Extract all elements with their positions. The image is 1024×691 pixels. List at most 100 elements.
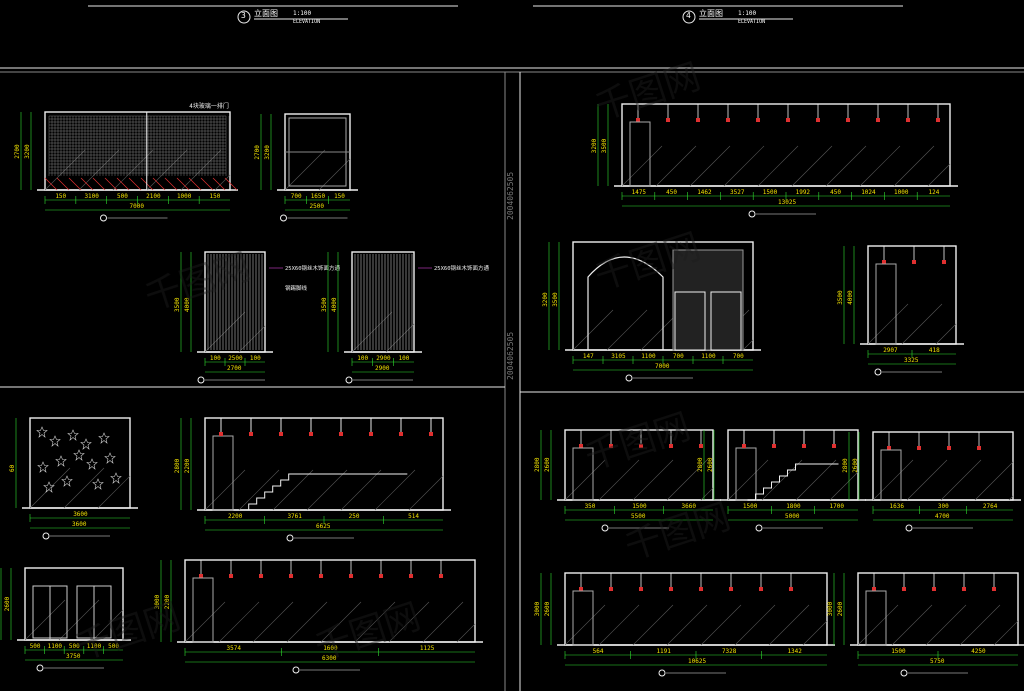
height-dim: 3500	[601, 138, 608, 153]
star-mark	[67, 429, 79, 441]
width-dim: 1500	[743, 503, 758, 510]
hatch-line	[901, 303, 943, 345]
height-dim: 4000	[331, 297, 338, 312]
base-pattern	[116, 177, 130, 191]
light-fixture	[932, 587, 936, 591]
width-dim: 100	[399, 355, 410, 362]
star-mark	[55, 455, 67, 467]
panel-outline	[44, 111, 231, 191]
star-mark	[92, 478, 104, 490]
base-pattern	[92, 177, 106, 191]
title-text: 立面图	[254, 8, 278, 18]
height-dim: 3200	[264, 145, 271, 160]
hatch-line	[29, 467, 71, 509]
panel-outline	[872, 431, 1014, 501]
width-dim: 350	[585, 503, 596, 510]
door-frame	[572, 590, 594, 646]
total-dim: 6300	[322, 655, 337, 662]
panel-outline	[29, 417, 131, 509]
width-dim: 3600	[73, 511, 88, 518]
star-mark	[36, 426, 48, 438]
star-mark	[43, 481, 55, 493]
hatch-line	[700, 487, 714, 501]
title-circle	[237, 10, 251, 24]
light-fixture	[229, 574, 233, 578]
door-frame	[735, 447, 757, 501]
hatch-line	[63, 467, 105, 509]
base-pattern	[176, 177, 190, 191]
hatch-line	[959, 604, 1001, 646]
door-frame	[572, 447, 594, 501]
hatch-line	[92, 609, 124, 641]
width-dim: 1000	[894, 189, 909, 196]
base-pattern	[104, 177, 118, 191]
elevator-door	[674, 291, 706, 351]
width-dim: 500	[30, 643, 41, 650]
light-fixture	[772, 444, 776, 448]
arch-opening	[587, 256, 664, 350]
title-caption: ELEVATION	[293, 19, 320, 25]
hatch-line	[564, 459, 606, 501]
caption-marker	[755, 524, 763, 532]
light-fixture	[912, 260, 916, 264]
light-fixture	[846, 118, 850, 122]
caption-marker	[874, 368, 882, 376]
caption-marker	[748, 210, 756, 218]
base-pattern	[200, 177, 214, 191]
title-number: 3	[241, 11, 246, 20]
hatch-line	[284, 149, 326, 191]
height-dim: 3200	[542, 292, 549, 307]
hatch-line	[666, 459, 708, 501]
light-fixture	[319, 574, 323, 578]
width-dim: 1125	[420, 645, 435, 652]
width-dim: 100	[357, 355, 368, 362]
height-dim: 3200	[591, 138, 598, 153]
light-fixture	[636, 118, 640, 122]
hatch-line	[598, 604, 640, 646]
hatch-line	[318, 158, 351, 191]
star-mark	[73, 449, 85, 461]
hatch-line	[867, 303, 909, 345]
width-dim: 3660	[682, 503, 697, 510]
light-fixture	[639, 587, 643, 591]
light-fixture	[289, 574, 293, 578]
height-dim: 2600	[707, 457, 714, 472]
hatch-line	[974, 461, 1014, 501]
hatch-line	[689, 145, 731, 187]
base-pattern	[188, 177, 202, 191]
hatch-line	[857, 604, 899, 646]
height-dim: 3500	[174, 297, 181, 312]
total-dim: 3750	[66, 653, 81, 660]
caption-marker	[905, 524, 913, 532]
hatch-line	[388, 601, 430, 643]
width-dim: 2907	[883, 347, 898, 354]
hatch-line	[598, 459, 640, 501]
hatch-line	[829, 471, 859, 501]
light-fixture	[759, 587, 763, 591]
door-frame	[865, 590, 887, 646]
height-dim: 2200	[184, 458, 191, 473]
total-dim: 13025	[778, 199, 796, 206]
hatch-line	[893, 145, 935, 187]
hatch-line	[354, 601, 396, 643]
watermarks: 千图网千图网千图网千图网千图网千图网千图网	[70, 56, 735, 668]
height-dim: 2600	[544, 601, 551, 616]
light-fixture	[399, 432, 403, 436]
light-fixture	[832, 444, 836, 448]
height-dim: 3500	[837, 290, 844, 305]
panel-outline	[564, 572, 828, 646]
hatch-line	[825, 145, 867, 187]
width-dim: 1500	[891, 648, 906, 655]
width-dim: 1100	[641, 353, 656, 360]
caption-marker	[286, 534, 294, 542]
light-fixture	[729, 587, 733, 591]
